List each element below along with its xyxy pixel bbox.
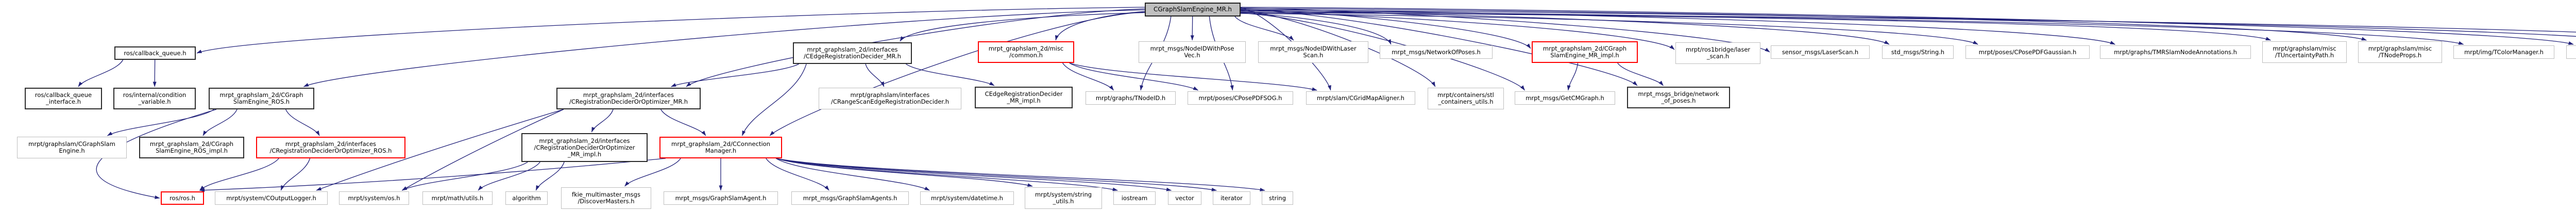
edge-cerdmr-cerdmrimpl	[906, 63, 995, 86]
edge-root-tnodeprops	[1240, 8, 2367, 41]
node-tcolor: mrpt/img/TColor.h	[2566, 45, 2576, 59]
node-tmrslam: mrpt/graphs/TMRSlamNodeAnnotations.h	[2100, 45, 2251, 59]
node-tcolormgr: mrpt/img/TColorManager.h	[2453, 45, 2554, 59]
edge-root-cbq	[196, 7, 1145, 54]
node-condvar[interactable]: ros/internal/condition _variable.h	[113, 88, 196, 109]
edge-root-set	[1240, 12, 2576, 33]
edge-root-engros	[303, 9, 1145, 87]
edge-rdomr-connmgr	[660, 109, 706, 136]
node-rdomr[interactable]: mrpt_graphslam_2d/interfaces /CRegistrat…	[556, 88, 701, 109]
edge-connmgr-strutils	[775, 158, 1033, 187]
edge-common-pdfsog	[1069, 62, 1198, 91]
node-netbridge[interactable]: mrpt_msgs_bridge/network _of_poses.h	[1627, 87, 1730, 108]
node-nidlaser: mrpt_msgs/NodeIDWithLaser Scan.h	[1258, 41, 1368, 63]
edge-root-rdomr	[686, 8, 1145, 87]
edge-engros-rdoros	[285, 109, 320, 136]
edge-root-tmrslam	[1240, 9, 2115, 45]
node-senlaser: sensor_msgs/LaserScan.h	[1771, 45, 1870, 59]
node-cerdmr[interactable]: mrpt_graphslam_2d/interfaces /CEdgeRegis…	[793, 42, 912, 64]
node-tuncert: mrpt/graphslam/misc /TUncertaintyPath.h	[2262, 41, 2347, 63]
node-tnodeid: mrpt/graphs/TNodeID.h	[1086, 91, 1176, 105]
edge-rdomrimpl-os	[401, 161, 528, 191]
edge-rdomr-rdomrimpl	[591, 109, 614, 133]
edge-connmgr-datetime	[775, 158, 930, 191]
node-stlcont: mrpt/containers/stl _containers_utils.h	[1428, 88, 1504, 109]
edge-root-ros1laser	[1240, 11, 1675, 50]
edge-root-connmgr	[769, 11, 1145, 136]
edge-root-netposes	[1240, 12, 1392, 45]
edge-rdomrimpl-mathutils	[478, 161, 540, 191]
edge-root-cerdmr	[900, 12, 1145, 42]
node-datetime: mrpt/system/datetime.h	[920, 191, 1014, 205]
edge-engros-rosros	[96, 109, 217, 199]
node-cerdmrimpl[interactable]: CEdgeRegistrationDecider _MR_impl.h	[975, 87, 1073, 108]
node-connmgr[interactable]: mrpt_graphslam_2d/CConnection Manager.h	[659, 137, 782, 158]
edge-root-nidlaser	[1234, 16, 1294, 41]
edge-connmgr-iterator	[775, 158, 1217, 191]
node-engrosimpl[interactable]: mrpt_graphslam_2d/CGraph SlamEngine_ROS_…	[139, 137, 244, 158]
edge-rdoros-rosros	[199, 158, 279, 191]
edge-engros-gse	[107, 109, 214, 136]
node-rdoros[interactable]: mrpt_graphslam_2d/interfaces /CRegistrat…	[256, 137, 405, 158]
edge-connmgr-iostream	[775, 158, 1118, 191]
edge-common-tnodeid	[1062, 62, 1114, 91]
edge-rdomrimpl-algo	[535, 161, 565, 191]
edge-engros-engrosimpl	[202, 109, 238, 136]
edge-mrimpl-getcm	[1567, 62, 1579, 91]
edge-rdomr-os	[401, 109, 564, 191]
node-iterator: iterator	[1213, 191, 1250, 205]
node-cbq[interactable]: ros/callback_queue.h	[114, 46, 196, 60]
edge-rdomr-coutlog	[316, 109, 564, 191]
edge-rdoros-coutlog	[280, 158, 311, 191]
node-gsagent: mrpt_msgs/GraphSlamAgent.h	[664, 191, 778, 205]
edge-cbq-cbqi	[78, 59, 124, 87]
edge-root-netbridge	[1240, 9, 1638, 86]
node-strutils: mrpt/system/string _utils.h	[1025, 187, 1102, 209]
node-mathutils: mrpt/math/utils.h	[422, 191, 493, 205]
node-common[interactable]: mrpt_graphslam_2d/misc /common.h	[978, 41, 1074, 63]
node-stdstr: std_msgs/String.h	[1882, 45, 1954, 59]
node-cbqi[interactable]: ros/callback_queue _interface.h	[25, 88, 102, 109]
node-nidpose: mrpt_msgs/NodeIDWithPose Vec.h	[1139, 41, 1246, 63]
node-algo: algorithm	[505, 191, 548, 205]
node-os: mrpt/system/os.h	[339, 191, 409, 205]
node-mrimpl[interactable]: mrpt_graphslam_2d/CGraph SlamEngine_MR_i…	[1532, 41, 1638, 63]
node-coutlog: mrpt/system/COutputLogger.h	[215, 191, 328, 205]
edge-connmgr-discover	[624, 158, 681, 187]
edge-cerdmr-crser	[865, 63, 885, 87]
edge-connmgr-rosros	[199, 158, 666, 192]
node-rdomrimpl[interactable]: mrpt_graphslam_2d/interfaces /CRegistrat…	[521, 133, 648, 162]
node-getcm: mrpt_msgs/GetCMGraph.h	[1515, 91, 1615, 105]
node-gse: mrpt/graphslam/CGraphSlam Engine.h	[17, 137, 127, 158]
node-pdfsog: mrpt/poses/CPosePDFSOG.h	[1188, 91, 1293, 105]
node-discover: fkie_multimaster_msgs /DiscoverMasters.h	[561, 187, 651, 209]
node-gsagents: mrpt_msgs/GraphSlamAgents.h	[791, 191, 909, 205]
node-crser: mrpt/graphslam/interfaces /CRangeScanEdg…	[819, 88, 961, 109]
node-iostream: iostream	[1113, 191, 1156, 205]
node-gridmap: mrpt/slam/CGridMapAligner.h	[1306, 91, 1415, 105]
edge-connmgr-string	[775, 158, 1265, 192]
node-engros[interactable]: mrpt_graphslam_2d/CGraph SlamEngine_ROS.…	[209, 88, 314, 109]
node-pdfgauss: mrpt/poses/CPosePDFGaussian.h	[1965, 45, 2090, 59]
edge-cerdmr-connmgr	[741, 63, 807, 136]
node-string: string	[1262, 191, 1293, 205]
edge-common-gridmap	[1069, 62, 1317, 91]
edge-connmgr-gsagents	[766, 158, 829, 191]
node-netposes: mrpt_msgs/NetworkOfPoses.h	[1380, 45, 1493, 59]
edge-root-pdfgauss	[1240, 13, 1978, 45]
edge-root-tcolormgr	[1240, 10, 2464, 45]
edge-cerdmr-rdomr	[671, 63, 799, 87]
node-rosros[interactable]: ros/ros.h	[161, 191, 204, 205]
edge-root-stdstr	[1240, 10, 1890, 45]
edge-connmgr-vector	[775, 158, 1172, 191]
edge-mrimpl-netbridge	[1617, 62, 1664, 86]
node-tnodeprops: mrpt/graphslam/misc /TNodeProps.h	[2358, 41, 2442, 63]
node-root: CGraphSlamEngine_MR.h	[1145, 3, 1241, 17]
node-ros1laser: mrpt/ros1bridge/laser _scan.h	[1675, 42, 1760, 64]
node-vector: vector	[1168, 191, 1201, 205]
